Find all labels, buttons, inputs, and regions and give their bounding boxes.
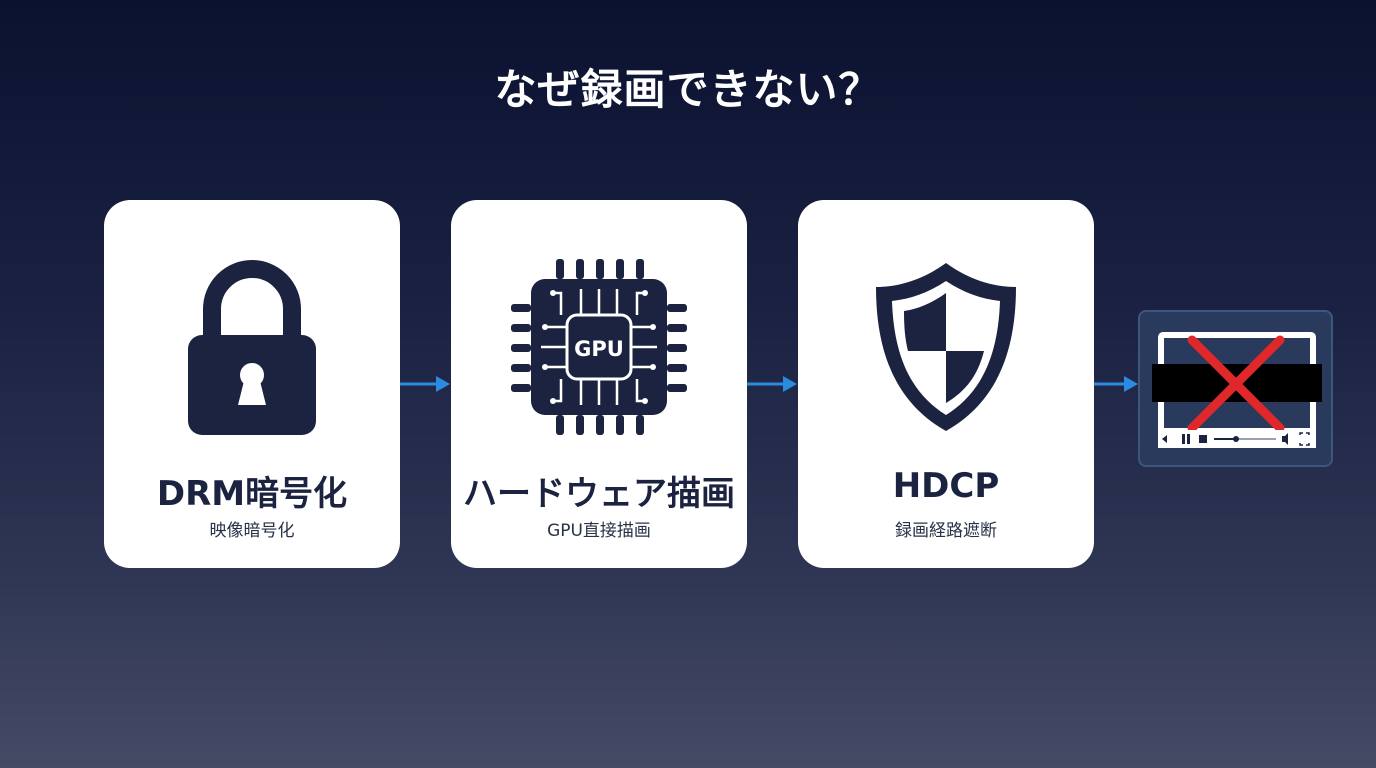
arrow-right-icon (1094, 376, 1138, 392)
shield-icon-wrap (798, 252, 1094, 442)
step-subtitle: 映像暗号化 (209, 521, 295, 541)
step-title: DRM暗号化 (156, 474, 348, 514)
step-card-hdcp: HDCP 録画経路遮断 (798, 200, 1094, 568)
padlock-icon-wrap (104, 252, 400, 442)
step-title: HDCP (892, 466, 1000, 506)
shield-icon (876, 263, 1016, 431)
blocked-recording-panel (1138, 310, 1333, 467)
step-card-drm: DRM暗号化 映像暗号化 (104, 200, 400, 568)
gpu-chip-icon-wrap: GPU (451, 252, 747, 442)
step-subtitle: 録画経路遮断 (895, 521, 997, 541)
gpu-chip-icon: GPU (511, 259, 687, 435)
blocked-video-player-icon (1152, 332, 1322, 448)
step-card-hardware-rendering: GPU ハードウェア描画 GPU直接描画 (451, 200, 747, 568)
arrow-right-icon (747, 376, 797, 392)
arrow-right-icon (400, 376, 450, 392)
step-title: ハードウェア描画 (463, 474, 735, 514)
step-subtitle: GPU直接描画 (547, 521, 651, 541)
gpu-chip-label: GPU (574, 337, 624, 361)
diagram-title: なぜ録画できない？ (494, 65, 882, 114)
padlock-icon (188, 260, 316, 435)
